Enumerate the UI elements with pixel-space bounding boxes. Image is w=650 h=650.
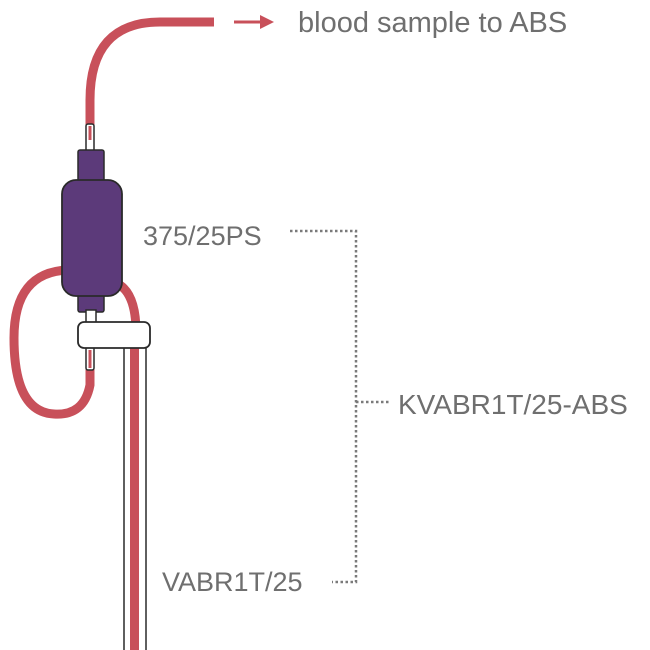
catheter-label: VABR1T/25 <box>162 567 303 597</box>
catheter-clamp <box>77 321 151 349</box>
sample-tubing <box>85 17 214 140</box>
sensor-probe <box>61 149 123 325</box>
loop-tubing <box>9 265 95 419</box>
probe-label: 375/25PS <box>143 221 262 251</box>
catheter-core <box>130 345 139 650</box>
leader-bracket <box>290 229 390 584</box>
kit-label: KVABR1T/25-ABS <box>398 389 628 420</box>
flow-label: blood sample to ABS <box>298 7 567 39</box>
right-arrow-icon <box>234 15 274 29</box>
